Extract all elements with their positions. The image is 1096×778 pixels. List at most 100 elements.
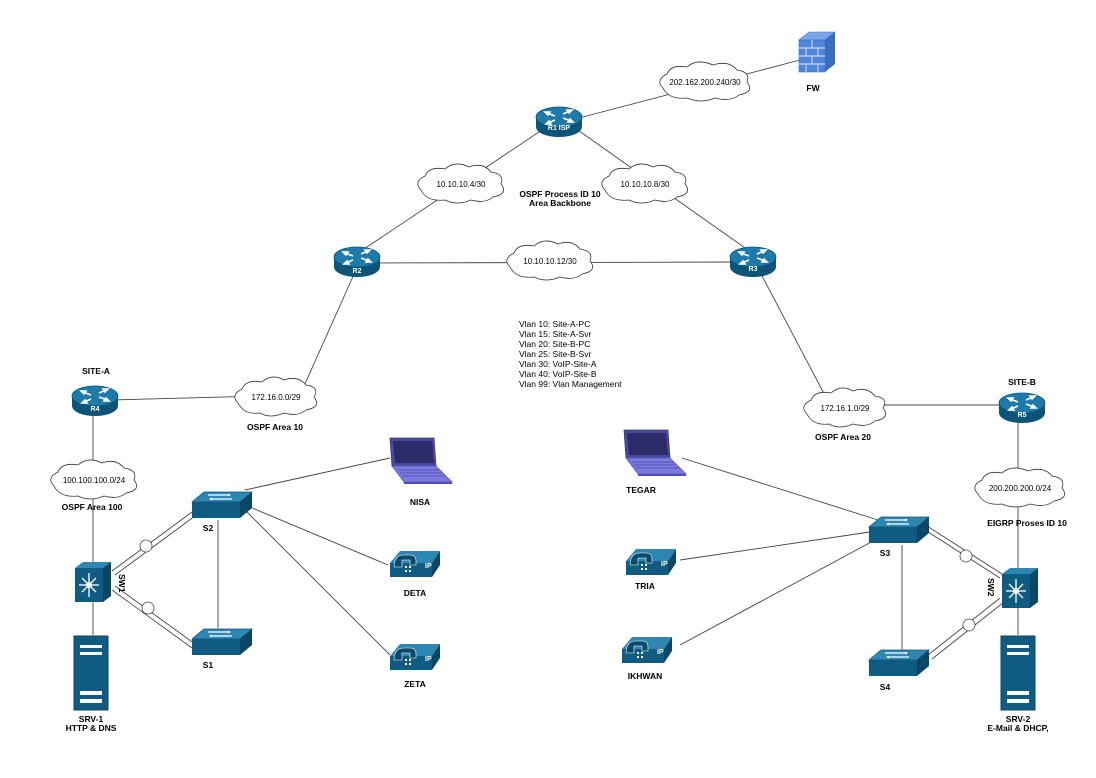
cloud-label: 172.16.1.0/29 — [821, 404, 870, 413]
cloud-r3-r5: 172.16.1.0/29 — [803, 387, 887, 428]
cloud-r5-lan: 200.200.200.0/24 — [974, 467, 1066, 508]
switch-icon — [191, 628, 253, 656]
phone-label: ZETA — [404, 679, 426, 689]
multilayer-switch-label: SW1 — [117, 574, 127, 593]
ospf-backbone-line1: OSPF Process ID 10 — [519, 189, 601, 199]
vlan-item: Vlan 25: Site-B-Svr — [519, 349, 591, 359]
link-r2-r4-net — [299, 271, 356, 396]
phone-ip-badges: IP IP IP IP — [425, 561, 668, 663]
vlan-item: Vlan 10: Site-A-PC — [519, 319, 590, 329]
switch-s1[interactable]: S1 — [191, 628, 253, 670]
phone-zeta[interactable]: ZETA — [389, 643, 441, 689]
cloud-r1-r3: 10.10.10.8/30 — [601, 163, 689, 204]
switch-icon — [191, 491, 253, 519]
phone-ip-badge: IP — [425, 656, 432, 663]
router-r2[interactable]: R2 — [333, 246, 381, 278]
site-a-label: SITE-A — [82, 366, 110, 376]
cloud-label: 10.10.10.4/30 — [437, 180, 486, 189]
etherchannel-s4-sw2 — [927, 597, 1005, 660]
ospf-area20-label: OSPF Area 20 — [815, 432, 871, 442]
phone-ikhwan[interactable]: IKHWAN — [621, 636, 673, 681]
phone-ip-badge: IP — [661, 561, 668, 568]
server-srv2[interactable]: SRV-2 E-Mail & DHCP, — [987, 635, 1049, 733]
router-r5[interactable]: R5 — [998, 392, 1046, 424]
phone-label: TRIA — [635, 581, 655, 591]
router-label: R5 — [1018, 412, 1027, 419]
vlan-item: Vlan 15: Site-A-Svr — [519, 329, 591, 339]
cloud-label: 202.162.200.240/30 — [669, 78, 741, 87]
phone-icon — [389, 643, 441, 671]
cloud-r2-r3: 10.10.10.12/30 — [506, 240, 594, 281]
phone-deta[interactable]: DETA — [389, 550, 441, 598]
router-label: R2 — [353, 268, 362, 275]
cloud-label: 10.10.10.12/30 — [523, 257, 577, 266]
phone-ip-badge: IP — [657, 649, 664, 656]
router-label: R3 — [749, 266, 758, 273]
laptop-label: NISA — [410, 497, 430, 507]
vlan-item: Vlan 40: VoIP-Site-B — [519, 369, 597, 379]
multilayer-switch-sw2[interactable]: SW2 — [986, 567, 1039, 609]
cloud-label: 172.16.0.0/29 — [252, 393, 301, 402]
link-s2-zeta — [244, 509, 391, 656]
phone-ip-badge: IP — [425, 563, 432, 570]
laptop-icon — [623, 429, 687, 477]
cloud-label: 100.100.100.0/24 — [63, 476, 126, 485]
link-s2-deta — [244, 504, 389, 566]
router-r4[interactable]: R4 — [71, 385, 119, 417]
server-name: SRV-1 — [79, 714, 104, 724]
phone-icon — [389, 550, 441, 578]
link-s2-nisa — [244, 457, 391, 491]
router-label: R4 — [91, 406, 100, 413]
server-desc: HTTP & DNS — [66, 723, 117, 733]
router-r3[interactable]: R3 — [729, 246, 777, 278]
link-s3-tegar — [681, 457, 879, 521]
router-r1[interactable]: R1 ISP — [535, 106, 583, 138]
vlan-list: Vlan 10: Site-A-PC Vlan 15: Site-A-Svr V… — [519, 319, 622, 389]
phone-icon — [621, 636, 673, 664]
etherchannel-s3-sw2 — [924, 525, 1003, 579]
link-r3-r5-net — [759, 271, 831, 406]
site-b-label: SITE-B — [1008, 377, 1036, 387]
laptop-tegar[interactable]: TEGAR — [623, 429, 687, 495]
switch-s2[interactable]: S2 — [191, 491, 253, 533]
server-icon — [73, 635, 109, 711]
cloud-r1-r2: 10.10.10.4/30 — [417, 163, 505, 204]
firewall-fw[interactable]: FW — [798, 31, 836, 93]
cloud-r4-lan: 100.100.100.0/24 — [50, 459, 138, 500]
firewall-icon — [798, 31, 836, 73]
multilayer-switch-icon — [74, 561, 112, 603]
ospf-backbone-line2: Area Backbone — [529, 198, 591, 208]
link-s3-ikhwan — [679, 539, 876, 646]
etherchannel-sw1-s2 — [111, 511, 196, 576]
switch-s3[interactable]: S3 — [868, 516, 930, 558]
cloud-r2-r4: 172.16.0.0/29 — [234, 376, 318, 417]
ospf-area10-label: OSPF Area 10 — [247, 422, 303, 432]
link-s3-tria — [679, 531, 871, 561]
laptop-nisa[interactable]: NISA — [389, 437, 453, 507]
cloud-label: 200.200.200.0/24 — [989, 484, 1052, 493]
phone-label: DETA — [404, 588, 427, 598]
phone-tria[interactable]: TRIA — [625, 548, 677, 591]
vlan-item: Vlan 20: Site-B-PC — [519, 339, 590, 349]
switch-label: S4 — [880, 682, 891, 692]
cloud-fw-net: 202.162.200.240/30 — [659, 61, 751, 102]
etherchannel-sw1-s1 — [111, 585, 196, 649]
multilayer-switch-label: SW2 — [986, 578, 996, 597]
switch-icon — [868, 649, 930, 677]
ospf-area100-label: OSPF Area 100 — [62, 502, 123, 512]
phone-label: IKHWAN — [628, 671, 662, 681]
laptop-label: TEGAR — [626, 485, 656, 495]
switch-s4[interactable]: S4 — [868, 649, 930, 692]
switch-label: S2 — [203, 523, 214, 533]
multilayer-switch-icon — [1001, 567, 1039, 609]
firewall-label: FW — [806, 83, 820, 93]
phone-icon — [625, 548, 677, 576]
multilayer-switch-sw1[interactable]: SW1 — [74, 561, 127, 603]
switch-label: S1 — [203, 660, 214, 670]
laptop-icon — [389, 437, 453, 485]
vlan-item: Vlan 30: VoIP-Site-A — [519, 359, 597, 369]
switch-label: S3 — [880, 548, 891, 558]
server-srv1[interactable]: SRV-1 HTTP & DNS — [66, 635, 117, 733]
server-icon — [1000, 635, 1036, 711]
